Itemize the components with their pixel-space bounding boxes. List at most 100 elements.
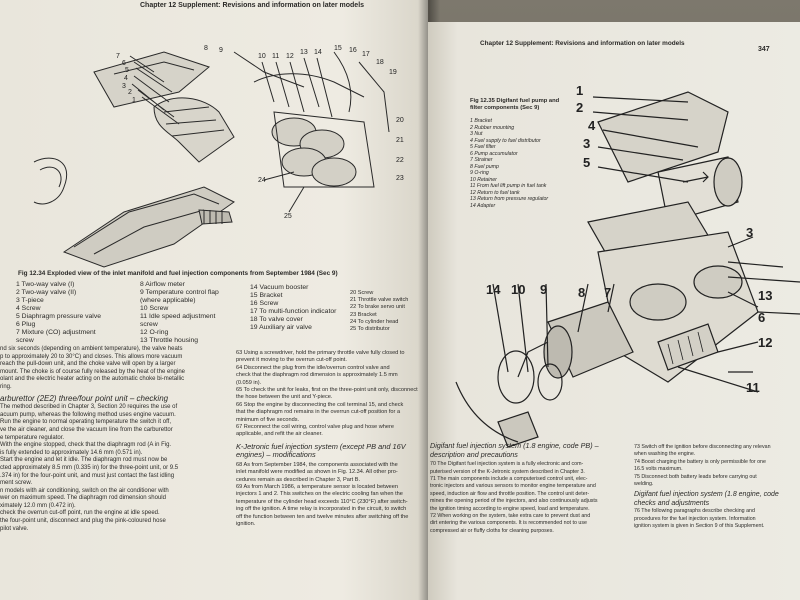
text-line: check the overrun cut-off point, run the…	[0, 510, 160, 517]
legend-item: screw	[16, 337, 34, 344]
text-line: cted approximately 8.5 mm (0.335 in) for…	[0, 464, 179, 471]
legend-item: 6 Plug	[16, 321, 36, 328]
heading-line: description and precautions	[430, 449, 518, 459]
callout-label: 5	[583, 155, 590, 170]
svg-text:6: 6	[122, 60, 126, 67]
text-line: e temperature regulator.	[0, 434, 65, 441]
text-line: 65 To check the unit for leaks, first on…	[236, 387, 418, 394]
svg-text:21: 21	[396, 137, 404, 144]
figure-caption: Fig 12.35 Digifant fuel pump and filter …	[470, 98, 559, 112]
section-heading: Digifant fuel injection system (1.8 engi…	[634, 491, 800, 508]
text-line: wer on maximum speed. The diaphragm rod …	[0, 495, 166, 502]
svg-text:18: 18	[376, 59, 384, 66]
svg-text:12: 12	[286, 53, 294, 60]
text-line: compressed air or fluffy cloths for clea…	[430, 527, 554, 534]
svg-text:7: 7	[116, 53, 120, 60]
right-page: Chapter 12 Supplement: Revisions and inf…	[428, 22, 800, 600]
svg-text:5: 5	[125, 67, 129, 74]
body-text: 73 Switch off the ignition before discon…	[634, 444, 800, 488]
text-line: that the diaphragm rod remains in the ov…	[236, 409, 401, 416]
callout-label: 8	[578, 285, 585, 300]
legend-item: 15 Bracket	[250, 292, 283, 299]
heading-line: Digifant fuel injection system (1.8 engi…	[634, 491, 779, 499]
left-page: Chapter 12 Supplement: Revisions and inf…	[0, 0, 428, 600]
legend-item: 3 Nut	[470, 131, 483, 137]
legend-item: 11 Idle speed adjustment	[140, 313, 216, 320]
text-line: 67 Reconnect the coil wiring, control va…	[236, 424, 394, 431]
figure-legend: 1 Bracket 2 Rubber mounting 3 Nut 4 Fuel…	[470, 118, 548, 209]
text-line: 76 The following paragraphs describe che…	[634, 508, 755, 515]
legend-item: 7 Strainer	[470, 157, 493, 163]
text-line: off the function between ten and twelve …	[236, 513, 409, 520]
callout-label: 10	[511, 282, 525, 297]
text-line: p to approximately 20 to 30°C) and close…	[0, 353, 183, 360]
text-line: check that the diaphragm rod dimension i…	[236, 372, 398, 379]
text-line: nd six seconds (depending on ambient tem…	[0, 346, 183, 352]
svg-text:16: 16	[349, 47, 357, 54]
svg-text:11: 11	[272, 53, 279, 60]
legend-item: 8 Fuel pump	[470, 163, 499, 170]
callout-label: 7	[604, 285, 611, 300]
legend-item: 1 Two-way valve (I)	[16, 281, 75, 288]
legend-item: screw	[140, 321, 158, 328]
legend-item: 5 Fuel filter	[470, 144, 496, 150]
callout-label: 4	[588, 118, 596, 133]
svg-text:3: 3	[122, 83, 126, 90]
right-page-header: Chapter 12 Supplement: Revisions and inf…	[480, 40, 685, 47]
svg-text:2: 2	[128, 89, 132, 96]
right-page-right-column: 73 Switch off the ignition before discon…	[634, 444, 800, 530]
text-line: 73 Switch off the ignition before discon…	[634, 444, 771, 450]
svg-text:24: 24	[258, 177, 266, 184]
text-line: acuum pump, whereas the following method…	[0, 411, 176, 418]
text-line: n models with air conditioning, switch o…	[0, 487, 169, 494]
text-line: speed, induction air flow and throttle p…	[430, 490, 590, 497]
legend-item: 9 Temperature control flap	[140, 289, 219, 296]
caption-line: Fig 12.35 Digifant fuel pump and	[470, 98, 560, 104]
svg-text:1: 1	[132, 97, 136, 104]
fuel-pump-diagram: 1 2 4 3 5 3 13 6 12 11 14 10 9 8 7	[455, 83, 800, 448]
legend-item: 10 Screw	[140, 305, 169, 312]
text-line: 75 Disconnect both battery leads before …	[634, 473, 757, 480]
text-line: the ignition timing according to engine …	[430, 505, 590, 512]
svg-text:4: 4	[124, 75, 128, 82]
legend-column-3: 14 Vacuum booster 15 Bracket 16 Screw 17…	[250, 284, 336, 332]
svg-text:22: 22	[396, 157, 404, 164]
section-heading: arburettor (2E2) three/four point unit –…	[0, 393, 169, 403]
svg-text:23: 23	[396, 175, 404, 182]
legend-item: 19 Auxiliary air valve	[250, 324, 312, 331]
text-line: 68 As from September 1984, the component…	[236, 461, 398, 468]
text-line: .374 in) for the four-point unit, and mu…	[0, 472, 175, 479]
text-line: 66 Stop the engine by disconnecting the …	[236, 401, 404, 408]
svg-text:13: 13	[300, 49, 308, 56]
text-line: 71 The main components include a compute…	[430, 476, 588, 482]
text-line: 74 Boost charging the battery is only pe…	[634, 458, 766, 465]
svg-text:9: 9	[219, 47, 223, 54]
text-line: olant and the electric heater acting on …	[0, 376, 185, 383]
legend-item: 6 Pump accumulator	[470, 150, 518, 157]
text-line: ve the air cleaner, and close the vacuum…	[0, 426, 173, 433]
text-line: temperature of the cylinder head exceeds…	[236, 498, 408, 505]
text-line: welding.	[634, 481, 654, 488]
text-line: 63 Using a screwdriver, hold the primary…	[236, 350, 405, 356]
legend-item: 12 Return to fuel tank	[470, 189, 520, 196]
text-line: 69 As from March 1986, a temperature sen…	[236, 483, 398, 490]
section-heading: K-Jetronic fuel injection system (except…	[236, 441, 406, 460]
text-line: 16.5 volts maximum.	[634, 466, 683, 473]
legend-item: 7 Mixture (CO) adjustment	[16, 329, 96, 336]
text-line: The method described in Chapter 3, Secti…	[0, 404, 178, 411]
text-line: injectors 1 and 2. This switches on the …	[236, 491, 403, 498]
legend-item: 4 Fuel supply to fuel distributor	[470, 137, 541, 144]
svg-text:25: 25	[284, 213, 292, 220]
right-column-text: 63 Using a screwdriver, hold the primary…	[236, 350, 421, 528]
text-line: mount. The choke is of course fully rele…	[0, 368, 186, 375]
text-line: when washing the engine.	[634, 451, 696, 458]
svg-text:17: 17	[362, 51, 370, 58]
legend-item: 14 Vacuum booster	[250, 284, 309, 291]
text-line: cedures remain as described in Chapter 3…	[236, 476, 361, 483]
text-line: dirt entering the various components. It…	[430, 520, 587, 527]
svg-text:19: 19	[389, 69, 397, 76]
text-line: Run the engine to normal operating tempe…	[0, 419, 171, 426]
text-line: ring.	[0, 383, 12, 390]
legend-item: 13 Return from pressure regulator	[470, 196, 549, 202]
text-line: pilot valve.	[0, 525, 29, 532]
